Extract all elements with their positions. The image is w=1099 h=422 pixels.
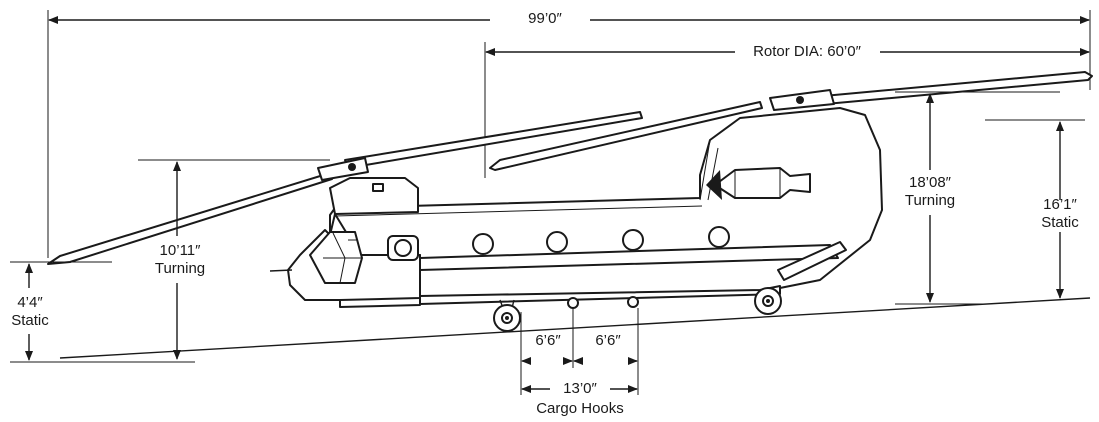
front-landing-gear: [493, 299, 521, 332]
front-rotor: [47, 111, 643, 265]
overall-length-label: 99’0″: [510, 10, 580, 28]
rear-height-value: 18’08″: [908, 174, 951, 191]
fuselage: [269, 107, 883, 308]
hook-span-label: 13’0″: [552, 380, 608, 398]
hook-spacing-1-label: 6’6″: [530, 332, 566, 350]
front-height-label: 10’11″ Turning: [135, 242, 225, 278]
cargo-hooks-label: Cargo Hooks: [520, 400, 640, 418]
rear-rotor: [489, 71, 1093, 171]
rotor-diameter-label: Rotor DIA: 60’0″: [742, 43, 872, 61]
rear-height-note: Turning: [904, 192, 956, 209]
nose-height-value: 4’4″: [17, 294, 43, 311]
nose-height-label: 4’4″ Static: [2, 294, 58, 330]
hook-spacing-2-label: 6’6″: [588, 332, 628, 350]
nose-height-note: Static: [11, 312, 49, 329]
rear-landing-gear: [754, 287, 782, 315]
rear-static-note: Static: [1041, 214, 1079, 231]
rear-static-value: 16’1″: [1043, 196, 1077, 213]
rear-height-label: 18’08″ Turning: [890, 174, 970, 210]
rear-static-label: 16’1″ Static: [1030, 196, 1090, 232]
front-height-note: Turning: [154, 260, 206, 277]
ground-line: [59, 297, 1091, 359]
front-height-value: 10’11″: [159, 242, 201, 259]
